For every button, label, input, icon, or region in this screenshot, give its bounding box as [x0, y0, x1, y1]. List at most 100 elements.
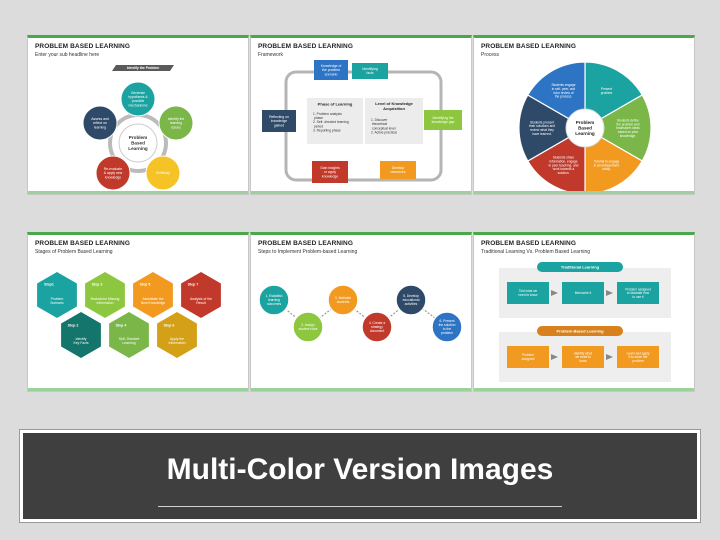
slide-footer-bar: [28, 388, 248, 391]
pbl-pill: [537, 326, 623, 336]
label-text: Step 2: [68, 323, 79, 327]
arrow-icon: [606, 354, 613, 360]
level-panel: [365, 98, 423, 144]
arrow-icon: [606, 290, 613, 296]
phase-panel: [307, 98, 363, 144]
step-circle: [292, 311, 324, 343]
slide-title: PROBLEM BASED LEARNING: [481, 43, 577, 50]
wheel-segment: [526, 61, 586, 130]
cycle-node: [82, 105, 118, 141]
slide-footer-bar: [474, 191, 694, 194]
slide-title: PROBLEM BASED LEARNING: [258, 240, 354, 247]
slide-title: PROBLEM BASED LEARNING: [35, 240, 131, 247]
label-text: 1. Discover theoretical conceptual level…: [371, 118, 397, 135]
wheel-segment: [518, 94, 587, 162]
framework-box: [314, 60, 348, 80]
stage-hexagon: [37, 272, 77, 318]
label-text: Selfstudy: [156, 171, 170, 175]
arrow-icon: [551, 290, 558, 296]
label-text: Step 7: [188, 282, 199, 286]
label-text: Step 5: [140, 282, 151, 286]
traditional-box: [507, 282, 549, 304]
framework-box: [312, 161, 348, 183]
framework-box: [380, 161, 416, 179]
step-circle: [395, 284, 427, 316]
wheel-segment: [583, 94, 652, 162]
slide-title: PROBLEM BASED LEARNING: [35, 43, 131, 50]
slide-footer-bar: [474, 388, 694, 391]
slide-subtitle: Process: [481, 52, 500, 58]
stage-hexagon: [109, 312, 149, 358]
slide-footer-bar: [28, 191, 248, 194]
version-banner: Multi-Color Version Images: [19, 429, 701, 523]
pbl-box: [562, 346, 604, 368]
cycle-node: [145, 155, 181, 191]
slide-footer-bar: [251, 191, 471, 194]
label-text: Step1: [44, 282, 54, 286]
slide-subtitle: Traditional Learning Vs. Problem Based L…: [481, 249, 591, 255]
arrow-icon: [551, 354, 558, 360]
slide-thumbnail-1[interactable]: PROBLEM BASED LEARNING Enter your sub he…: [27, 35, 249, 195]
step-circle: [327, 284, 359, 316]
slide-thumbnail-2[interactable]: PROBLEM BASED LEARNING Framework Knowled…: [250, 35, 472, 195]
slide-title: PROBLEM BASED LEARNING: [258, 43, 354, 50]
stage-hexagon: [85, 272, 125, 318]
step-circle: [361, 311, 393, 343]
pbl-box: [617, 346, 659, 368]
pbl-box: [507, 346, 549, 368]
label-text: Identify the Problem: [127, 66, 160, 70]
wheel-segment: [584, 61, 644, 130]
traditional-box: [562, 282, 604, 304]
banner-divider: [158, 506, 562, 507]
banner-title: Multi-Color Version Images: [166, 453, 554, 486]
slide-subtitle: Steps to Implement Problem-based Learnin…: [258, 249, 358, 255]
label-text: Step 4: [116, 323, 127, 327]
slide-thumbnail-5[interactable]: PROBLEM BASED LEARNING Steps to Implemen…: [250, 232, 472, 392]
slide-thumbnail-6[interactable]: PROBLEM BASED LEARNING Traditional Learn…: [473, 232, 695, 392]
label-text: Memorize it: [575, 291, 592, 295]
slide-title: PROBLEM BASED LEARNING: [481, 240, 577, 247]
traditional-pill: [537, 262, 623, 272]
stage-hexagon: [181, 272, 221, 318]
stage-hexagon: [61, 312, 101, 358]
framework-box: [352, 63, 388, 79]
cycle-node: [120, 81, 156, 117]
framework-box: [424, 110, 462, 130]
wheel-center: [565, 108, 605, 148]
label-text: Step 6: [164, 323, 175, 327]
slide-thumbnail-4[interactable]: PROBLEM BASED LEARNING Stages of Problem…: [27, 232, 249, 392]
cycle-node: [158, 105, 194, 141]
